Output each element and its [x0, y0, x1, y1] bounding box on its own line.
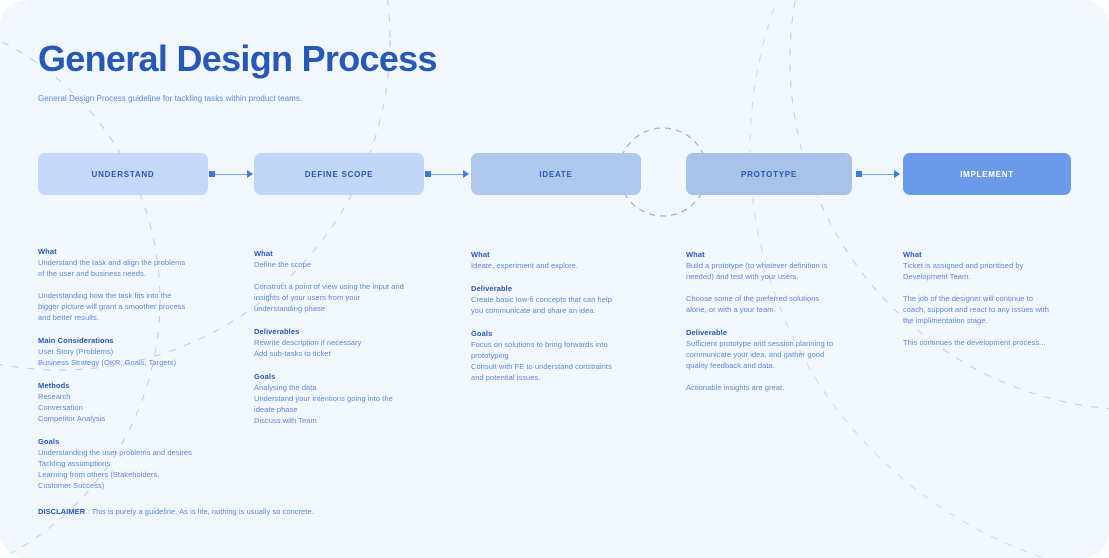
connector-line: [862, 173, 894, 175]
detail-block-heading: What: [254, 249, 273, 258]
arrow-connector-prototype-to-implement: [856, 170, 900, 178]
detail-block-paragraph: User Story (Problems) Business Strategy …: [38, 347, 177, 367]
detail-block-paragraph: Focus on solutions to bring forwards int…: [471, 340, 612, 382]
stage-box-understand[interactable]: UNDERSTAND: [38, 153, 208, 195]
detail-block-paragraph: Sufficient prototype and session plannin…: [686, 339, 834, 370]
detail-block-heading: Goals: [471, 329, 493, 338]
detail-block-heading: What: [471, 250, 490, 259]
arrow-connector-understand-to-define-scope: [209, 170, 253, 178]
stage-label: UNDERSTAND: [91, 169, 155, 179]
detail-block-paragraph: Understanding how the task fits into the…: [38, 291, 186, 322]
detail-block-heading: Goals: [254, 372, 276, 381]
arrow-connector-define-scope-to-ideate: [425, 170, 469, 178]
page-subtitle: General Design Process guideline for tac…: [38, 94, 303, 103]
detail-block-paragraph: Ticket is assigned and prioritised by De…: [903, 261, 1024, 281]
stage-label: IMPLEMENT: [960, 169, 1014, 179]
disclaimer-label: DISCLAIMER: [38, 507, 86, 516]
detail-block-heading: What: [903, 250, 922, 259]
detail-block-paragraph: The job of the designer will continue to…: [903, 294, 1049, 325]
detail-block-paragraph: Create basic low-fi concepts that can he…: [471, 295, 612, 315]
detail-block-heading: Goals: [38, 437, 60, 446]
stage-box-implement[interactable]: IMPLEMENT: [903, 153, 1071, 195]
stage-label: DEFINE SCOPE: [304, 169, 374, 179]
detail-block-paragraph: Ideate, experiment and explore.: [471, 261, 579, 270]
detail-block-paragraph: Build a prototype (to whatever definitio…: [686, 261, 828, 281]
poster-header: General Design Process General Design Pr…: [38, 38, 437, 104]
connector-arrowhead-icon: [247, 170, 253, 178]
detail-block-paragraph: Define the scope: [254, 260, 312, 269]
page-title: General Design Process: [38, 38, 437, 79]
detail-block-heading: Methods: [38, 381, 70, 390]
stage-label: PROTOTYPE: [741, 169, 797, 179]
detail-block-heading: What: [38, 247, 57, 256]
stage-box-ideate[interactable]: IDEATE: [471, 153, 641, 195]
detail-block-heading: Deliverable: [686, 328, 728, 337]
detail-block-paragraph: Actionable insights are great.: [686, 383, 785, 392]
disclaimer: DISCLAIMER : This is purely a guideline.…: [38, 506, 314, 517]
disclaimer-text: : This is purely a guideline. As is life…: [85, 507, 314, 516]
connector-line: [215, 173, 247, 175]
detail-block-paragraph: Rewrite description if necessary Add sub…: [254, 338, 362, 358]
connector-square-icon: [425, 171, 431, 177]
detail-block-heading: Main Considerations: [38, 336, 114, 345]
detail-block-paragraph: Understanding the user problems and desi…: [38, 448, 192, 490]
connector-arrowhead-icon: [894, 170, 900, 178]
detail-block-paragraph: This continues the development process..…: [903, 338, 1046, 347]
connector-arrowhead-icon: [463, 170, 469, 178]
detail-block-paragraph: Construct a point of view using the inpu…: [254, 282, 404, 313]
stage-label: IDEATE: [539, 169, 573, 179]
detail-block-paragraph: Understand the task and align the proble…: [38, 258, 186, 278]
detail-block-paragraph: Choose some of the preferred solutions a…: [686, 294, 820, 314]
detail-block-paragraph: Analysing the data Understand your inten…: [254, 383, 393, 425]
detail-block-paragraph: Research Conversation Competitor Analysi…: [38, 392, 106, 423]
detail-block-heading: What: [686, 250, 705, 259]
stage-box-prototype[interactable]: PROTOTYPE: [686, 153, 852, 195]
process-stage-row: UNDERSTAND DEFINE SCOPE IDEATE PROTOTYPE IMP…: [0, 153, 1109, 195]
detail-block-heading: Deliverable: [471, 284, 513, 293]
stage-box-define-scope[interactable]: DEFINE SCOPE: [254, 153, 424, 195]
detail-block-heading: Deliverables: [254, 327, 300, 336]
connector-line: [431, 173, 463, 175]
